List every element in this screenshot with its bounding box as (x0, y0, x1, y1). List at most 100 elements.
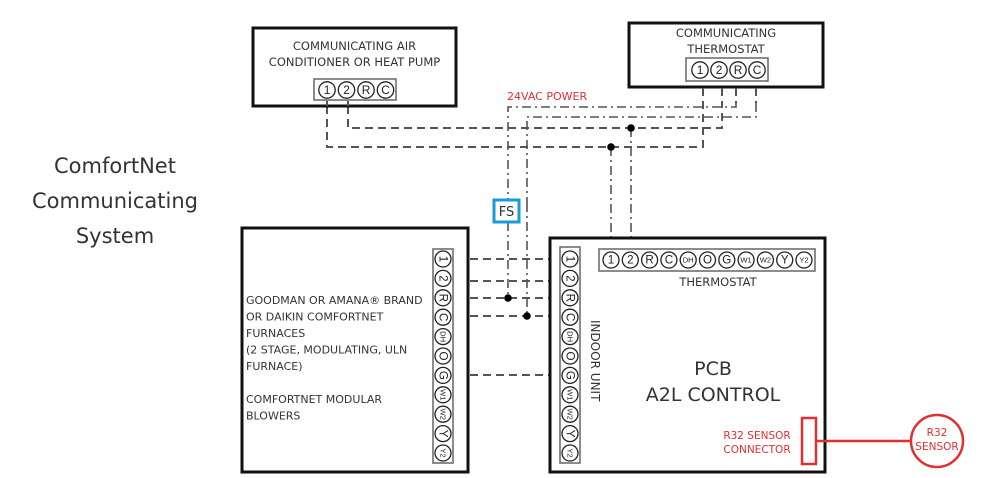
junction-dot (607, 143, 615, 151)
outdoor-unit-label-2: CONDITIONER OR HEAT PUMP (269, 55, 440, 69)
outdoor-unit: COMMUNICATING AIR CONDITIONER OR HEAT PU… (251, 26, 458, 108)
terminal-circle (718, 251, 736, 269)
terminal-label: G (437, 371, 450, 380)
terminal-y: Y (561, 424, 579, 443)
furnace-label-line: FURNACES (246, 327, 305, 340)
title-line-3: System (76, 224, 154, 248)
terminal-label: DH (566, 331, 575, 342)
terminal-circle (561, 347, 579, 365)
terminal-r: R (434, 289, 452, 307)
terminal-o: O (561, 347, 579, 365)
terminal-w2: W2 (434, 405, 452, 423)
terminal-label: W1 (740, 256, 751, 265)
terminal-label: C (665, 254, 673, 267)
r32-sensor: R32 SENSOR (909, 413, 965, 469)
terminal-y2: Y2 (795, 251, 813, 269)
terminal-w2: W2 (756, 251, 775, 269)
terminal-label: Y (781, 254, 789, 267)
terminal-dh: DH (434, 327, 452, 346)
wire-ac-2 (347, 103, 723, 129)
terminal-label: R (734, 63, 743, 77)
terminal-2: 2 (710, 61, 728, 79)
terminal-circle (691, 61, 709, 79)
terminal-label: R (645, 254, 653, 267)
terminal-c: C (376, 81, 395, 99)
terminal-label: Y2 (799, 256, 808, 265)
pcb-title-1: PCB (694, 358, 732, 380)
junction-dot (523, 312, 531, 320)
thermostat-label-2: THERMOSTAT (686, 42, 765, 56)
terminal-circle (561, 327, 579, 346)
terminal-y: Y (434, 424, 452, 443)
sensor-label-2: SENSOR (915, 441, 958, 453)
terminal-label: W2 (760, 256, 771, 265)
pcb-title-2: A2L CONTROL (646, 384, 781, 406)
terminal-label: O (437, 351, 450, 360)
terminal-r: R (640, 251, 659, 269)
terminal-label: C (437, 313, 450, 321)
terminal-dh: DH (679, 251, 697, 269)
terminal-circle (561, 269, 579, 288)
terminal-circle (434, 250, 452, 268)
terminal-circle (748, 61, 766, 79)
wires (326, 103, 757, 376)
terminal-c: C (434, 308, 452, 326)
ac-terminal-leads (326, 101, 349, 106)
terminal-circle (561, 424, 579, 443)
terminal-label: 1 (608, 254, 614, 267)
terminal-y2: Y2 (434, 444, 452, 462)
wire-24vac-r (507, 103, 737, 205)
terminal-circle (776, 251, 794, 269)
terminal-circle (660, 251, 678, 269)
terminal-label: 1 (324, 83, 331, 97)
sensor-connector-label-1: R32 SENSOR (723, 430, 790, 442)
fs-label: FS (499, 205, 515, 220)
terminal-circle (337, 81, 356, 99)
terminal-g: G (718, 251, 736, 269)
terminal-label: W2 (439, 409, 448, 420)
sensor-connector (800, 416, 818, 466)
terminal-o: O (698, 251, 717, 269)
power-label: 24VAC POWER (507, 90, 587, 103)
terminal-circle (318, 81, 336, 99)
junction-dot (504, 294, 512, 302)
terminal-r: R (729, 61, 747, 79)
terminal-label: R (437, 294, 450, 302)
terminal-circle (698, 251, 717, 269)
terminal-circle (561, 289, 579, 307)
outdoor-unit-label-1: COMMUNICATING AIR (293, 39, 416, 53)
terminal-2: 2 (434, 269, 452, 288)
terminal-1: 1 (602, 251, 620, 269)
system-title: ComfortNet Communicating System (32, 154, 198, 248)
terminal-circle (602, 251, 620, 269)
terminal-circle (434, 308, 452, 326)
terminal-label: C (753, 63, 762, 77)
terminal-label: 2 (627, 254, 633, 267)
terminal-label: Y (437, 430, 450, 438)
wire-ac-1 (326, 103, 704, 148)
terminal-1: 1 (691, 61, 709, 79)
terminal-c: C (561, 308, 579, 326)
flame-sensor-box: FS (492, 198, 521, 224)
thermostat-label-1: COMMUNICATING (676, 26, 776, 40)
terminal-o: O (434, 347, 452, 365)
terminal-circle (756, 251, 775, 269)
terminal-label: 1 (437, 256, 450, 262)
terminal-label: W1 (566, 389, 575, 400)
terminal-label: 2 (437, 275, 450, 281)
terminal-c: C (748, 61, 766, 79)
terminal-label: DH (683, 256, 694, 265)
terminal-y: Y (776, 251, 794, 269)
terminal-circle (357, 81, 375, 99)
sensor-connector-label-2: CONNECTOR (723, 444, 790, 456)
terminal-circle (561, 405, 579, 423)
